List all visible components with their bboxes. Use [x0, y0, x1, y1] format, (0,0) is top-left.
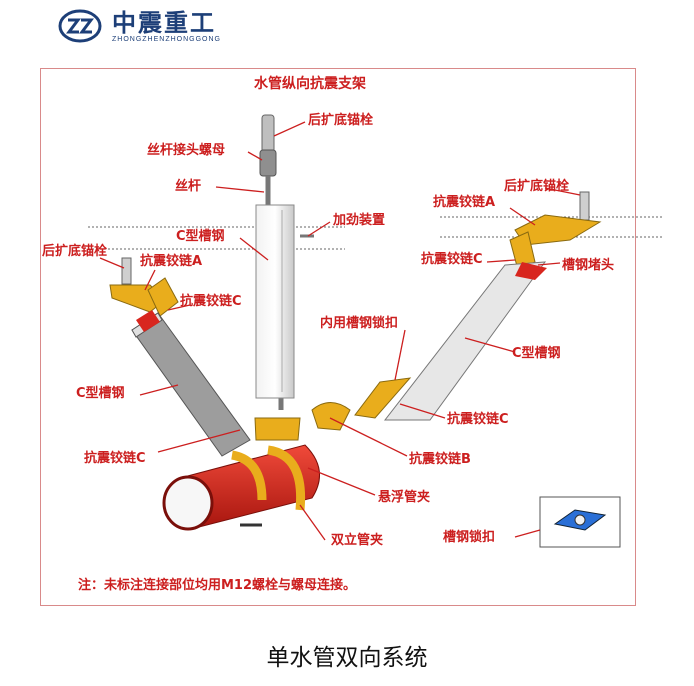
- right-brace: [354, 191, 602, 421]
- label-suspend-clamp: 悬浮管夹: [378, 490, 431, 505]
- diagram-frame: [40, 68, 636, 606]
- leader-rod: [215, 186, 265, 193]
- left-brace: [109, 257, 251, 457]
- diagram-title: 水管纵向抗震支架: [254, 76, 366, 92]
- leader-channel-lock: [514, 529, 541, 538]
- label-anchor-left: 后扩底锚栓: [42, 244, 108, 259]
- label-hinge-a-left: 抗震铰链A: [140, 254, 203, 269]
- center-channel: [255, 204, 314, 399]
- ceiling-line-left: [88, 226, 345, 250]
- label-channel-lock: 槽钢锁扣: [443, 530, 496, 545]
- leader-hinge-c-right-bottom: [399, 403, 446, 419]
- label-rod-nut: 丝杆接头螺母: [147, 143, 226, 158]
- label-hinge-c-left-top: 抗震铰链C: [180, 294, 242, 309]
- leader-suspend-clamp: [307, 467, 376, 496]
- leader-center-channel: [239, 237, 269, 261]
- leader-hinge-a-left: [144, 269, 156, 291]
- leader-channel-right: [464, 337, 516, 353]
- label-channel-right: C型槽钢: [512, 346, 561, 361]
- leader-double-clamp: [299, 504, 326, 541]
- label-anchor-top: 后扩底锚栓: [308, 113, 374, 128]
- leader-inner-lock: [394, 329, 406, 381]
- leader-rod-nut: [247, 151, 263, 161]
- leader-hinge-a-right: [509, 207, 536, 226]
- logo-mark-icon: [58, 9, 102, 43]
- connection-note: 注：未标注连接部位均用M12螺栓与螺母连接。: [78, 578, 357, 593]
- label-hinge-b: 抗震铰链B: [409, 452, 471, 467]
- leader-anchor-left: [99, 257, 125, 269]
- logo-name-cn: 中震重工: [112, 8, 216, 37]
- leader-hinge-c-left-bottom: [157, 429, 241, 453]
- leader-hinge-c-left: [167, 304, 191, 311]
- company-logo: 中震重工 ZHONGZHENZHONGGONG: [58, 9, 221, 43]
- label-hinge-a-right: 抗震铰链A: [433, 195, 496, 210]
- label-hinge-c-right-top: 抗震铰链C: [421, 252, 483, 267]
- leader-anchor-right: [544, 187, 581, 196]
- label-hinge-c-left-bottom: 抗震铰链C: [84, 451, 146, 466]
- leader-reinforce: [307, 221, 331, 237]
- leader-channel-left: [139, 384, 179, 396]
- label-double-clamp: 双立管夹: [331, 533, 384, 548]
- label-hinge-c-right-bottom: 抗震铰链C: [447, 412, 509, 427]
- leader-channel-cap: [537, 262, 561, 266]
- label-anchor-right: 后扩底锚栓: [504, 179, 570, 194]
- logo-name-en: ZHONGZHENZHONGGONG: [112, 35, 221, 43]
- leader-hinge-b: [329, 417, 408, 457]
- leader-anchor-top: [273, 121, 306, 137]
- label-reinforce: 加劲装置: [333, 213, 386, 228]
- label-inner-lock: 内用槽钢锁扣: [320, 316, 399, 331]
- label-channel-cap: 槽钢堵头: [562, 258, 615, 273]
- leader-hinge-c-right: [486, 259, 516, 263]
- channel-lock-inset: [539, 496, 621, 548]
- figure-caption: 单水管双向系统: [266, 645, 428, 671]
- label-center-channel: C型槽钢: [176, 229, 225, 244]
- label-channel-left: C型槽钢: [76, 386, 125, 401]
- label-rod: 丝杆: [175, 179, 202, 194]
- water-pipe: [162, 444, 320, 531]
